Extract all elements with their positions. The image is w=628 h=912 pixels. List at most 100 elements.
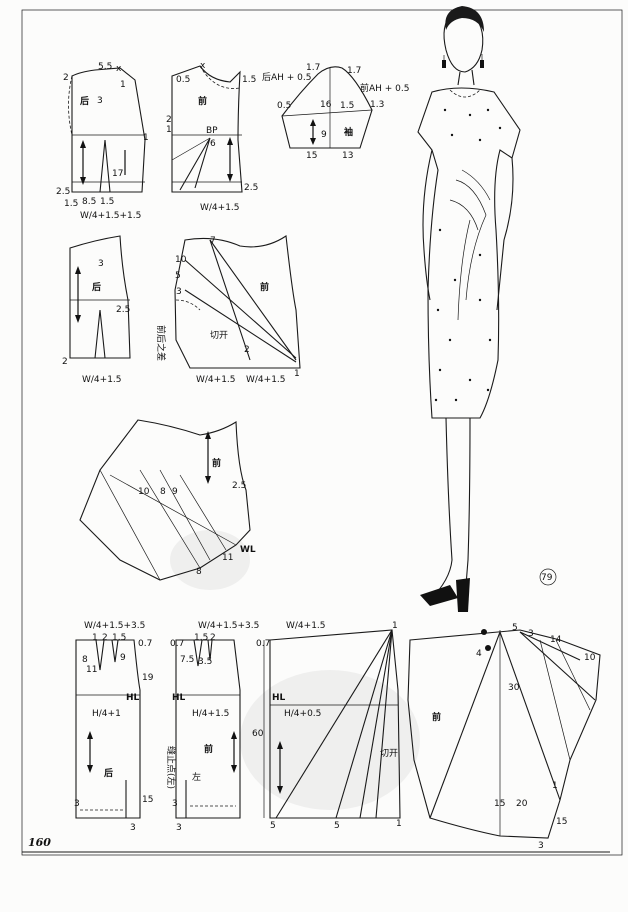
waist-formula: W/4+1.5 — [82, 375, 122, 385]
measure-15: 15 — [494, 799, 505, 809]
measure-2-5: 2.5 — [244, 183, 258, 193]
measure-3: 3 — [176, 287, 182, 297]
measure-5: 5 — [512, 623, 518, 633]
measure-4: 4 — [476, 649, 482, 659]
waist-formula-a: W/4+1.5 — [196, 375, 236, 385]
cut-label: 切开 — [210, 330, 228, 341]
measure-3: 3 — [528, 629, 534, 639]
measure-7-5: 7.5 — [180, 655, 194, 665]
back-label: 后 — [92, 281, 101, 293]
measure-1: 1 — [294, 369, 300, 379]
measure-19: 19 — [142, 673, 154, 683]
bodice-front-3: 前 10 8 9 2.5 WL 11 8 — [79, 419, 256, 581]
measure-1-5a: 1.5 — [64, 199, 78, 209]
waist-formula-b: W/4+1.5 — [246, 375, 286, 385]
back-label: 后 — [104, 767, 113, 779]
left-label: 左 — [192, 771, 201, 783]
measure-5b: 5 — [334, 821, 340, 831]
measure-x: x — [116, 64, 122, 74]
front-label: 前 — [204, 743, 213, 755]
measure-1-5: 1.5 — [242, 75, 256, 85]
measure-1-7a: 1.7 — [306, 63, 320, 73]
hip-formula: H/4+1 — [92, 709, 121, 719]
measure-10: 10 — [175, 255, 187, 265]
measure-14: 14 — [550, 635, 562, 645]
measure-15b: 15 — [556, 817, 567, 827]
skirt-front-large: W/4+1.5 0.7 1 HL H/4+0.5 60 切开 5 5 1 — [252, 621, 402, 831]
bodice-front-2: 前 7 10 5 3 前后之差 切开 2 1 W/4+1.5 W/4+1.5 — [155, 235, 301, 385]
measure-0-7: 0.7 — [170, 639, 184, 649]
measure-2: 2 — [63, 73, 69, 83]
measure-6: 6 — [210, 139, 216, 149]
waist-formula: W/4+1.5+3.5 — [198, 621, 259, 631]
sleeve-pattern: 后AH + 0.5 前AH + 0.5 1.7 1.7 16 0.5 1.5 1… — [262, 63, 410, 161]
measure-9: 9 — [120, 653, 126, 663]
measure-10: 10 — [584, 653, 596, 663]
measure-3b: 3 — [538, 841, 544, 851]
measure-1: 1 — [392, 621, 398, 631]
measure-11: 11 — [86, 665, 97, 675]
back-label: 后 — [80, 95, 89, 107]
measure-0-7: 0.7 — [256, 639, 270, 649]
back-ah-label: 后AH + 0.5 — [262, 72, 312, 83]
hip-line-label: HL — [272, 693, 286, 703]
measure-3: 3 — [97, 96, 103, 106]
measure-16: 16 — [320, 100, 332, 110]
measure-2: 2 — [244, 345, 250, 355]
measure-1-side: 1 — [143, 133, 149, 143]
page-number: 160 — [28, 836, 51, 849]
hip-formula: H/4+0.5 — [284, 709, 321, 719]
front-ah-label: 前AH + 0.5 — [360, 82, 410, 94]
measure-17: 17 — [112, 169, 123, 179]
fashion-figure — [417, 6, 521, 612]
measure-3b: 3 — [130, 823, 136, 833]
measure-7: 7 — [210, 236, 216, 246]
measure-15: 15 — [142, 795, 153, 805]
measure-3: 3 — [98, 259, 104, 269]
measure-1: 1 — [92, 633, 98, 643]
measure-5a: 5 — [270, 821, 276, 831]
skirt-front-small: W/4+1.5+3.5 0.7 1.5 2 7.5 3.5 HL H/4+1.5… — [165, 621, 259, 833]
measure-1-3: 1.3 — [370, 100, 384, 110]
figure-number-circle — [539, 568, 557, 586]
skirt-back-small: W/4+1.5+3.5 1 2 1.5 0.7 8 11 9 19 HL H/4… — [74, 621, 154, 833]
measure-0-5: 0.5 — [277, 101, 291, 111]
measure-20: 20 — [516, 799, 528, 809]
page-frame — [21, 9, 623, 856]
measure-10: 10 — [138, 487, 150, 497]
measure-2-5: 2.5 — [116, 305, 130, 315]
front-label: 前 — [432, 711, 441, 723]
measure-8-5: 8.5 — [82, 197, 96, 207]
bp-label: BP — [206, 126, 218, 136]
measure-13: 13 — [342, 151, 353, 161]
measure-x: x — [200, 61, 206, 71]
hip-line-label: HL — [126, 693, 140, 703]
measure-5: 5 — [175, 271, 181, 281]
stitch-stop-label: 缝止点(左) — [165, 746, 177, 789]
measure-2: 2 — [102, 633, 108, 643]
measure-30: 30 — [508, 683, 520, 693]
measure-9: 9 — [321, 130, 327, 140]
measure-3b: 3 — [176, 823, 182, 833]
waist-formula: W/4+1.5 — [286, 621, 326, 631]
measure-8b: 8 — [196, 567, 202, 577]
waist-formula: W/4+1.5+3.5 — [84, 621, 145, 631]
measure-2-5: 2.5 — [56, 187, 70, 197]
measure-1-5: 1.5 — [112, 633, 126, 643]
measure-1-top: 1 — [120, 80, 126, 90]
measure-2: 2 — [210, 633, 216, 643]
figure-number: 79 — [541, 573, 553, 583]
front-label: 前 — [260, 281, 269, 293]
measure-15: 15 — [306, 151, 317, 161]
measure-1-5: 1.5 — [340, 101, 354, 111]
bodice-front-small: 前 x 0.5 1.5 2 1 BP 6 2.5 W/4+1.5 — [166, 61, 258, 213]
measure-1: 1 — [552, 781, 558, 791]
measure-5-5: 5.5 — [98, 62, 112, 72]
waist-formula: W/4+1.5+1.5 — [80, 211, 141, 221]
front-back-difference: 前后之差 — [155, 325, 167, 361]
measure-1-7b: 1.7 — [347, 66, 361, 76]
measure-1b: 1 — [396, 819, 402, 829]
measure-0-7: 0.7 — [138, 639, 152, 649]
